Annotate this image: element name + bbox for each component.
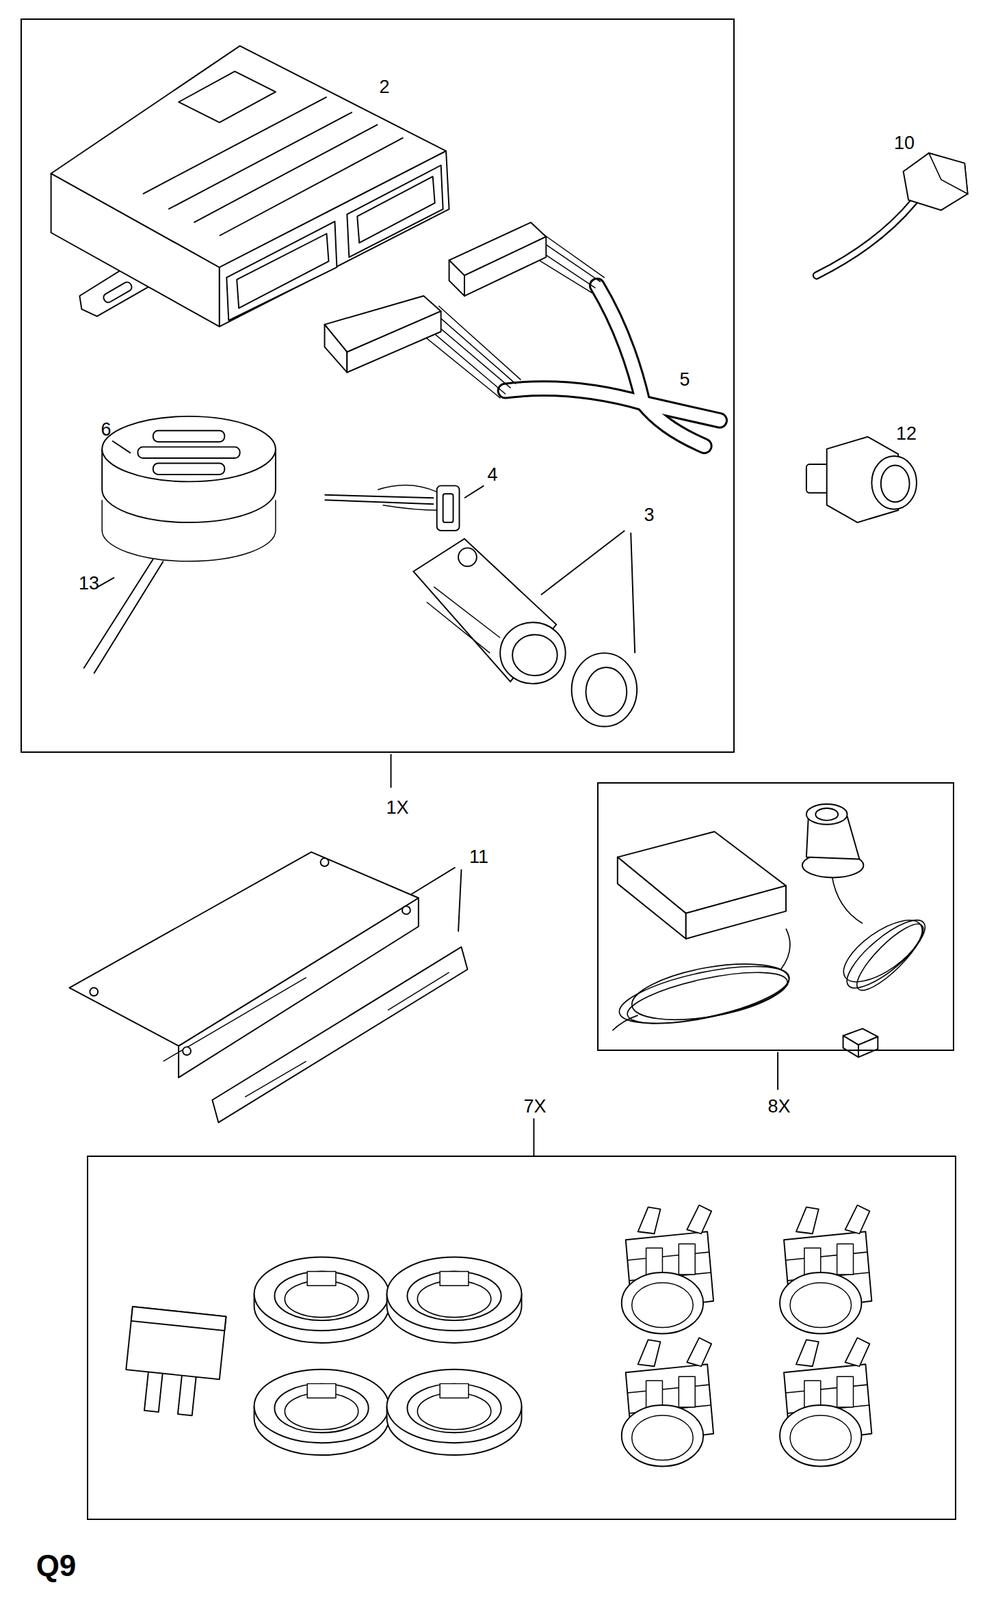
control-unit [51, 45, 450, 327]
connector [324, 485, 460, 531]
kit-frame: 8X [597, 782, 955, 1052]
kit-number: 1X [385, 798, 409, 818]
kit-number: 8X [767, 1097, 791, 1117]
callout-number: 13 [78, 574, 100, 594]
fitting-kit [121, 1205, 872, 1467]
retrofit-kit [612, 804, 934, 1058]
callout-number: 12 [896, 424, 917, 444]
kit-frame: 1X [20, 18, 735, 754]
kit-frame: 7X [86, 1156, 957, 1521]
callout-number: 2 [378, 77, 390, 97]
callout-number: 4 [487, 465, 498, 485]
park-sensor [413, 539, 637, 728]
callout-number: 10 [894, 134, 915, 153]
callout-number: 3 [643, 506, 654, 525]
callout-number: 6 [100, 420, 111, 440]
bracket [69, 852, 468, 1123]
kit-number: 7X [523, 1097, 546, 1117]
callout-number: 5 [679, 370, 690, 390]
callout-number: 11 [469, 848, 489, 867]
page-code: Q9 [36, 1551, 77, 1582]
leader-line [97, 441, 778, 1157]
buzzer [83, 416, 276, 674]
wiring-harness [324, 222, 720, 446]
cable-connector [816, 153, 968, 276]
sensor [806, 437, 917, 523]
